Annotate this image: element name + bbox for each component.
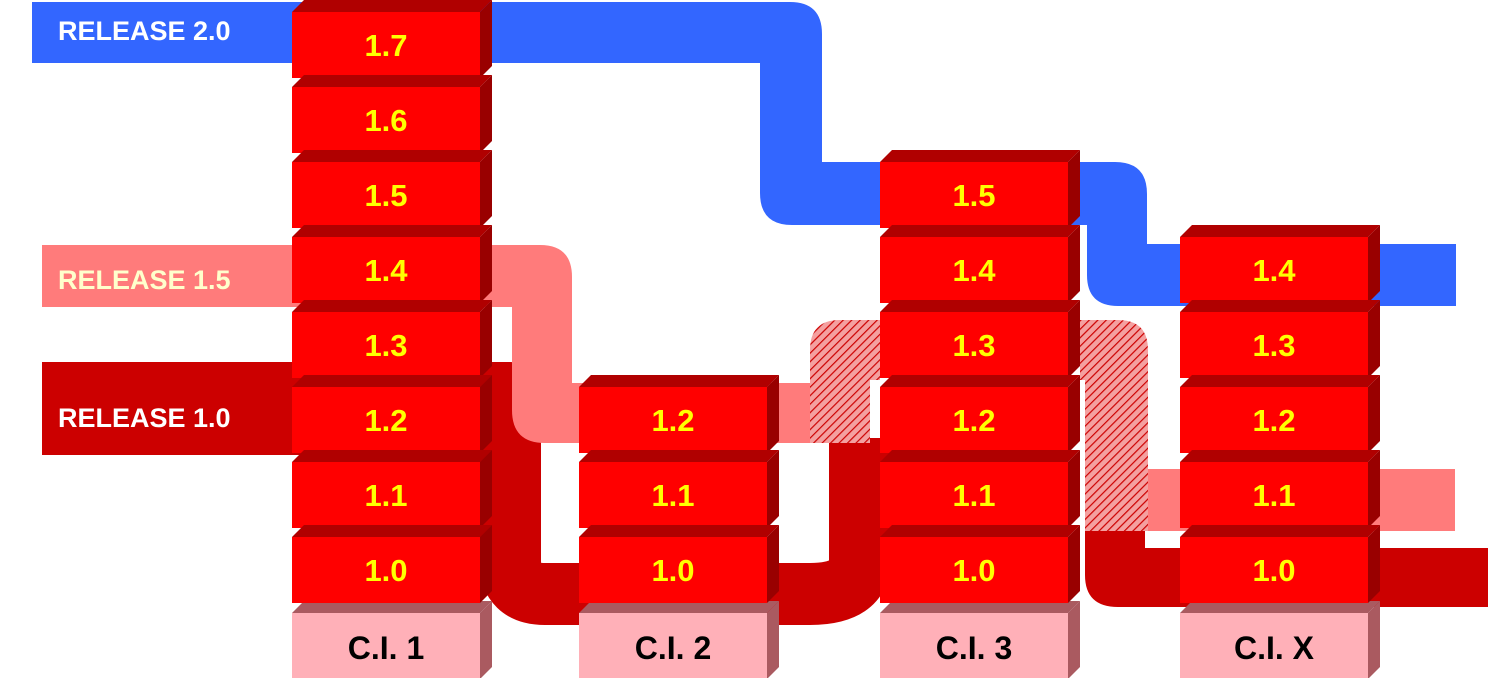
version-label: 1.1 — [1252, 478, 1295, 513]
ci-label: C.I. 1 — [348, 630, 424, 666]
version-block — [292, 225, 492, 303]
version-label: 1.2 — [364, 403, 407, 438]
release-1-5-hatch-right — [1080, 320, 1148, 531]
version-label: 1.4 — [364, 253, 408, 288]
release-1-0-start — [42, 393, 302, 455]
version-block — [579, 375, 779, 453]
version-label: 1.5 — [952, 178, 995, 213]
ci-column-ci1: C.I. 1 1.7 1.6 1.5 1.4 1.3 1.2 1.1 1.0 — [292, 0, 492, 678]
release-1-5-hatch-left — [810, 320, 880, 443]
version-block — [880, 300, 1080, 378]
version-label: 1.2 — [952, 403, 995, 438]
version-label: 1.7 — [364, 28, 407, 63]
ci-label: C.I. 2 — [635, 630, 711, 666]
version-block — [1180, 375, 1380, 453]
ci-label: C.I. X — [1234, 630, 1315, 666]
ci-label-box — [292, 601, 492, 678]
version-label: 1.1 — [952, 478, 995, 513]
version-block — [1180, 525, 1380, 603]
version-block — [880, 375, 1080, 453]
version-label: 1.6 — [364, 103, 407, 138]
version-label: 1.3 — [364, 328, 407, 363]
version-label: 1.2 — [1252, 403, 1295, 438]
version-block — [579, 525, 779, 603]
version-label: 1.4 — [1252, 253, 1296, 288]
version-label: 1.0 — [651, 553, 694, 588]
version-label: 1.5 — [364, 178, 407, 213]
version-label: 1.0 — [1252, 553, 1295, 588]
ci-label-box — [880, 601, 1080, 678]
version-block — [880, 525, 1080, 603]
version-label: 1.0 — [364, 553, 407, 588]
release-2-0-band — [32, 2, 1456, 306]
version-label: 1.3 — [1252, 328, 1295, 363]
ci-label-box — [579, 601, 779, 678]
ci-column-ci3: C.I. 3 1.5 1.4 1.3 1.2 1.1 1.0 — [880, 150, 1080, 678]
version-block — [880, 450, 1080, 528]
version-label: 1.2 — [651, 403, 694, 438]
release-1-5-label: RELEASE 1.5 — [58, 265, 231, 295]
version-block — [292, 300, 492, 378]
ci-column-ci2: C.I. 2 1.2 1.1 1.0 — [579, 375, 779, 678]
version-label: 1.1 — [651, 478, 694, 513]
version-block — [292, 525, 492, 603]
version-block — [292, 150, 492, 228]
version-block — [292, 375, 492, 453]
version-label: 1.1 — [364, 478, 407, 513]
version-label: 1.4 — [952, 253, 996, 288]
ci-label: C.I. 3 — [936, 630, 1012, 666]
version-block — [292, 450, 492, 528]
release-1-0-label: RELEASE 1.0 — [58, 403, 231, 433]
version-label: 1.0 — [952, 553, 995, 588]
ci-label-box — [1180, 601, 1380, 678]
version-block — [292, 0, 492, 78]
version-block — [292, 75, 492, 153]
version-block — [1180, 225, 1380, 303]
version-block — [1180, 300, 1380, 378]
version-block — [579, 450, 779, 528]
version-label: 1.3 — [952, 328, 995, 363]
release-2-0-label: RELEASE 2.0 — [58, 16, 231, 46]
version-block — [880, 225, 1080, 303]
version-block — [1180, 450, 1380, 528]
ci-column-cix: C.I. X 1.4 1.3 1.2 1.1 1.0 — [1180, 225, 1380, 678]
version-block — [880, 150, 1080, 228]
